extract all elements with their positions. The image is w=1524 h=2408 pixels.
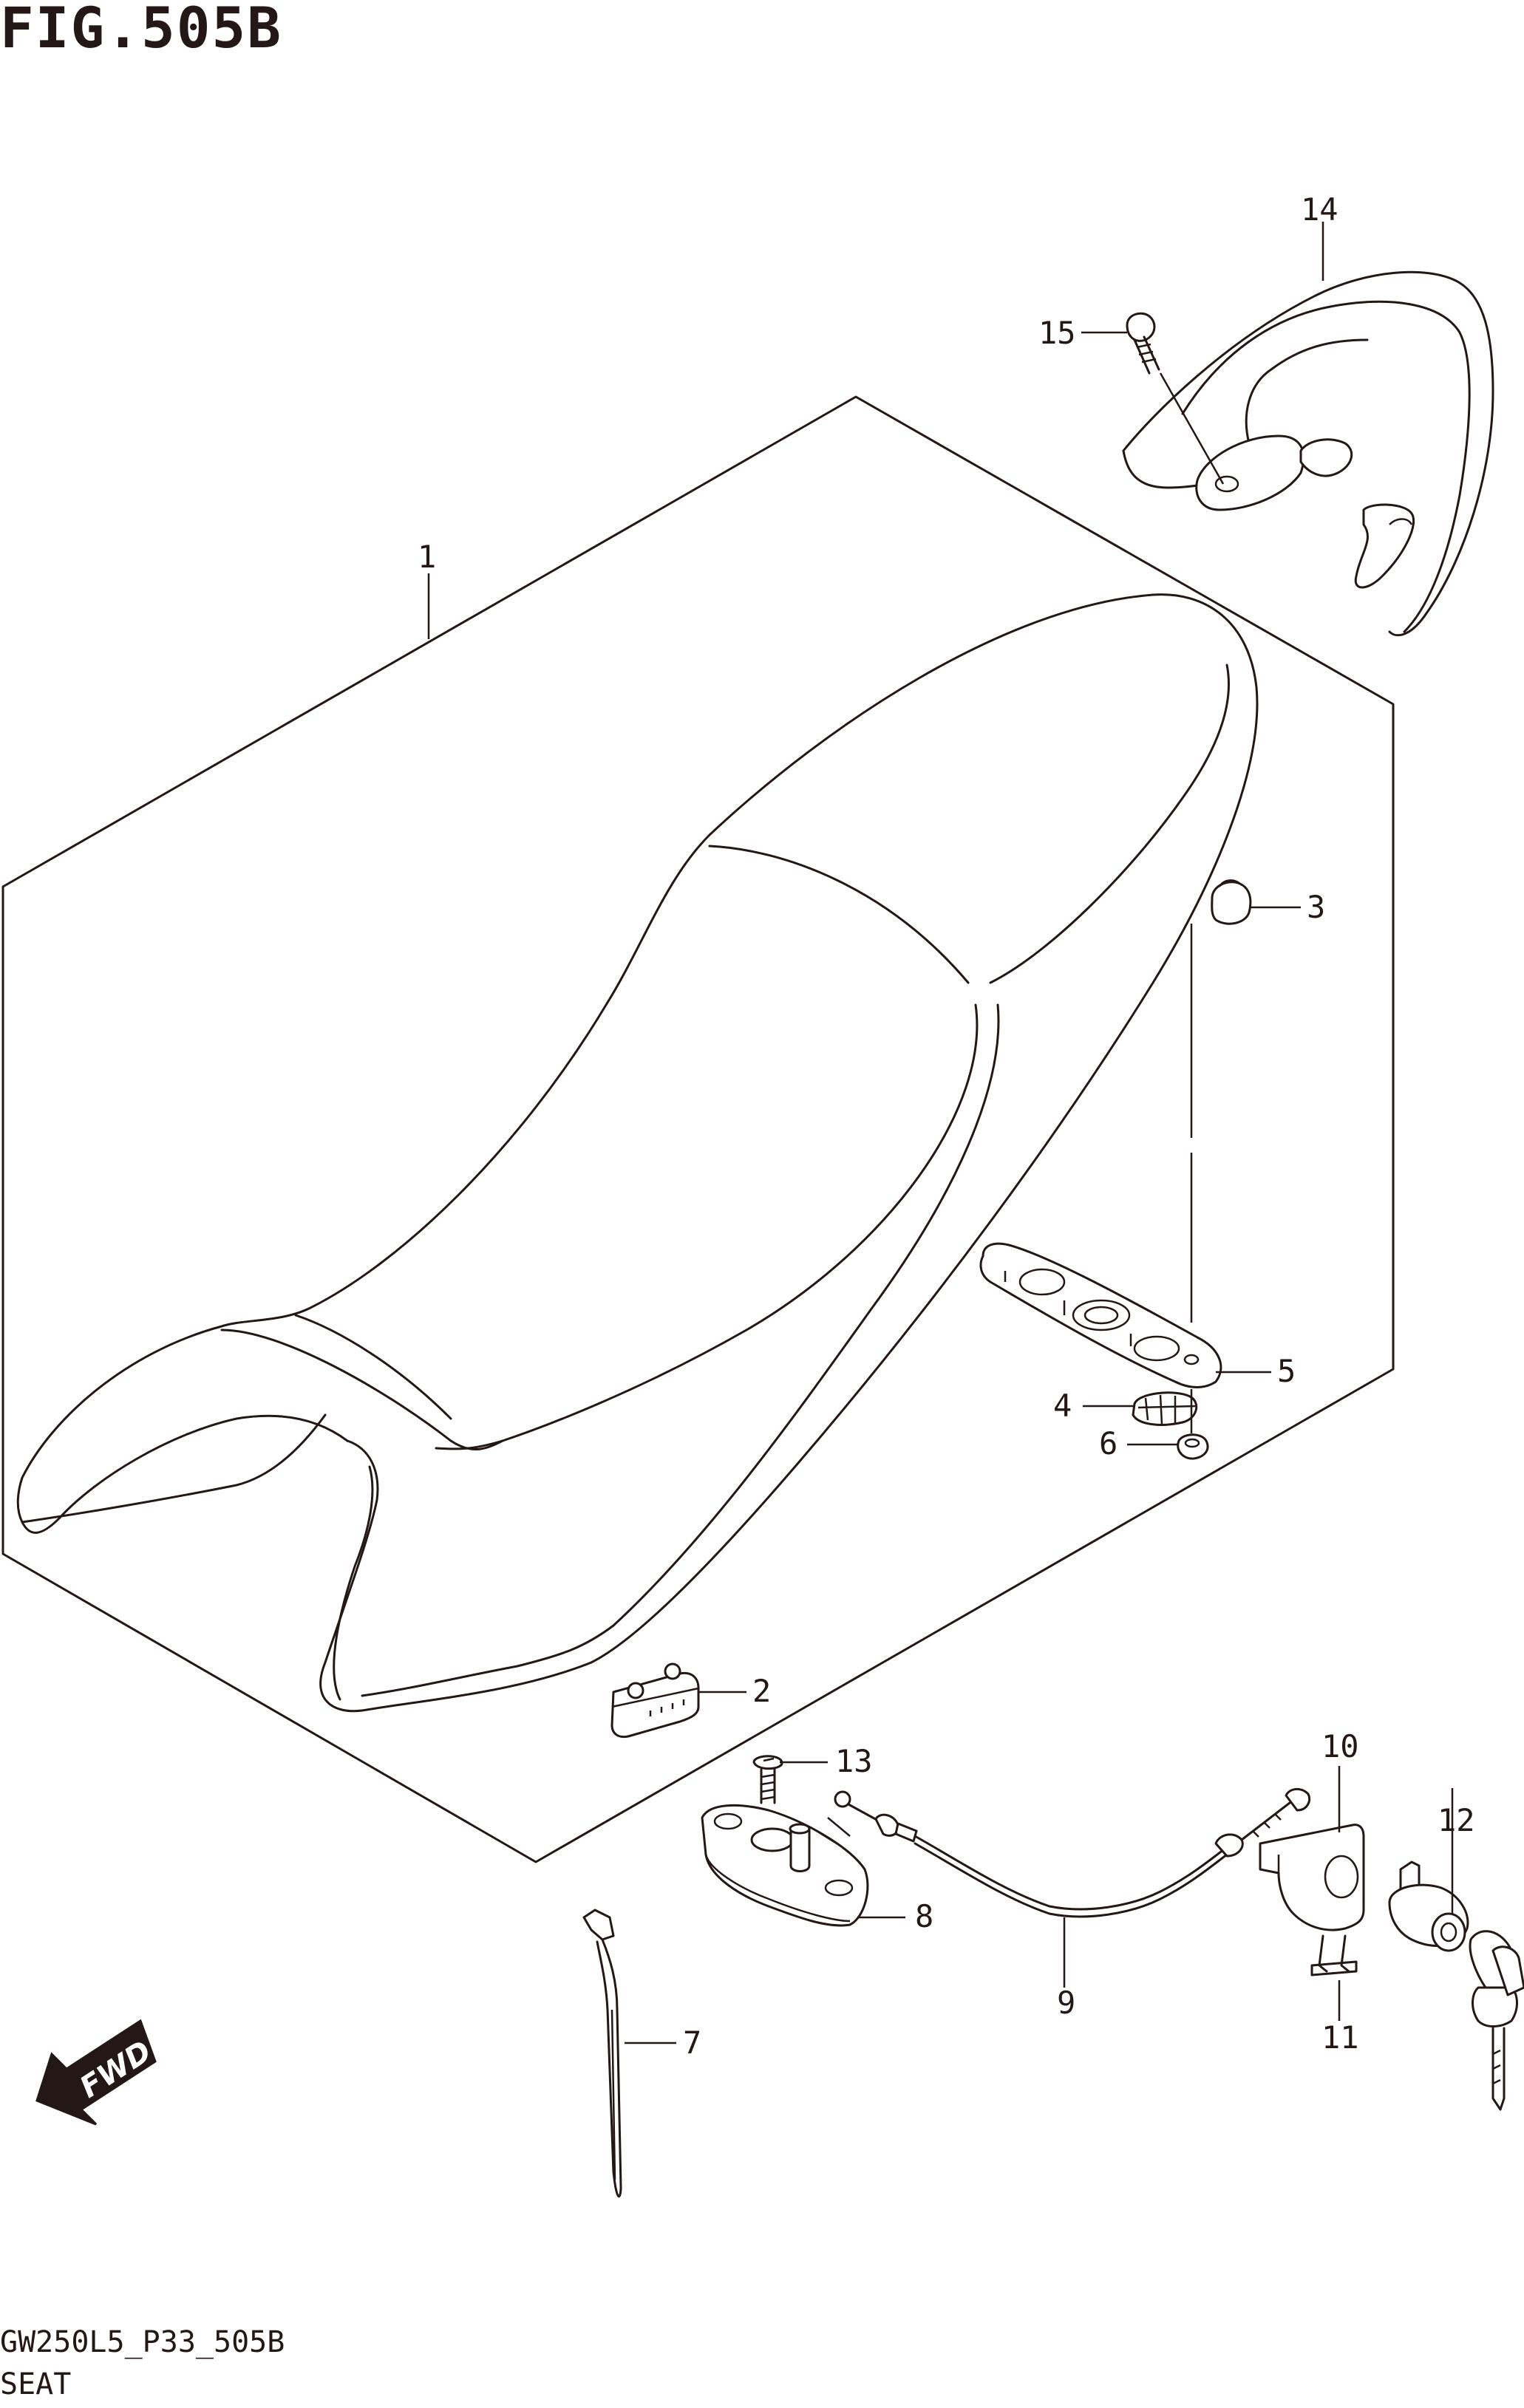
figure-title: FIG.505B — [0, 0, 283, 61]
part-cable-tie-7[interactable] — [582, 1909, 676, 2198]
callout-5: 5 — [1277, 1353, 1296, 1389]
part-clip-11[interactable] — [1310, 1934, 1358, 2021]
part-grab-rail[interactable] — [1122, 270, 1494, 637]
callout-numbers: 1 2 3 4 5 6 7 8 9 10 11 12 13 14 15 — [418, 191, 1475, 2061]
callout-1: 1 — [418, 539, 436, 575]
callout-9: 9 — [1057, 1985, 1075, 2021]
part-plate-5[interactable] — [979, 1242, 1222, 1388]
leader-lines — [427, 222, 1324, 1919]
part-screw-13[interactable] — [752, 1755, 783, 1804]
callout-11: 11 — [1321, 2019, 1359, 2056]
callout-3: 3 — [1307, 889, 1325, 925]
callout-7: 7 — [683, 2025, 701, 2061]
part-cable-9[interactable] — [834, 1788, 1311, 1988]
diagram-code: GW250L5_P33_505B — [0, 2325, 285, 2359]
part-latch-8[interactable] — [701, 1804, 869, 1927]
part-seat-lock-12[interactable] — [1388, 1788, 1524, 2111]
callout-15: 15 — [1038, 315, 1076, 351]
part-seat[interactable] — [16, 593, 1259, 1713]
part-damper-2[interactable] — [610, 1662, 700, 1739]
callout-13: 13 — [835, 1743, 873, 1779]
callout-10: 10 — [1321, 1728, 1359, 1764]
part-nut-6[interactable] — [1177, 1433, 1209, 1460]
callout-2: 2 — [752, 1673, 771, 1709]
callout-14: 14 — [1301, 191, 1338, 228]
diagram-name: SEAT — [0, 2367, 72, 2401]
part-bracket-10[interactable] — [1259, 1766, 1365, 1931]
forward-direction-badge: FWD — [35, 2019, 157, 2126]
callout-6: 6 — [1099, 1425, 1118, 1461]
part-bolt-15[interactable] — [1126, 312, 1225, 485]
callout-8: 8 — [915, 1898, 933, 1934]
part-grommet-4[interactable] — [1132, 1389, 1198, 1433]
callout-12: 12 — [1438, 1802, 1475, 1838]
callout-4: 4 — [1053, 1388, 1072, 1424]
part-cushion-3[interactable] — [1190, 879, 1252, 1323]
forward-arrow-icon — [35, 2019, 157, 2126]
assembly-boundary — [1, 395, 1395, 1863]
